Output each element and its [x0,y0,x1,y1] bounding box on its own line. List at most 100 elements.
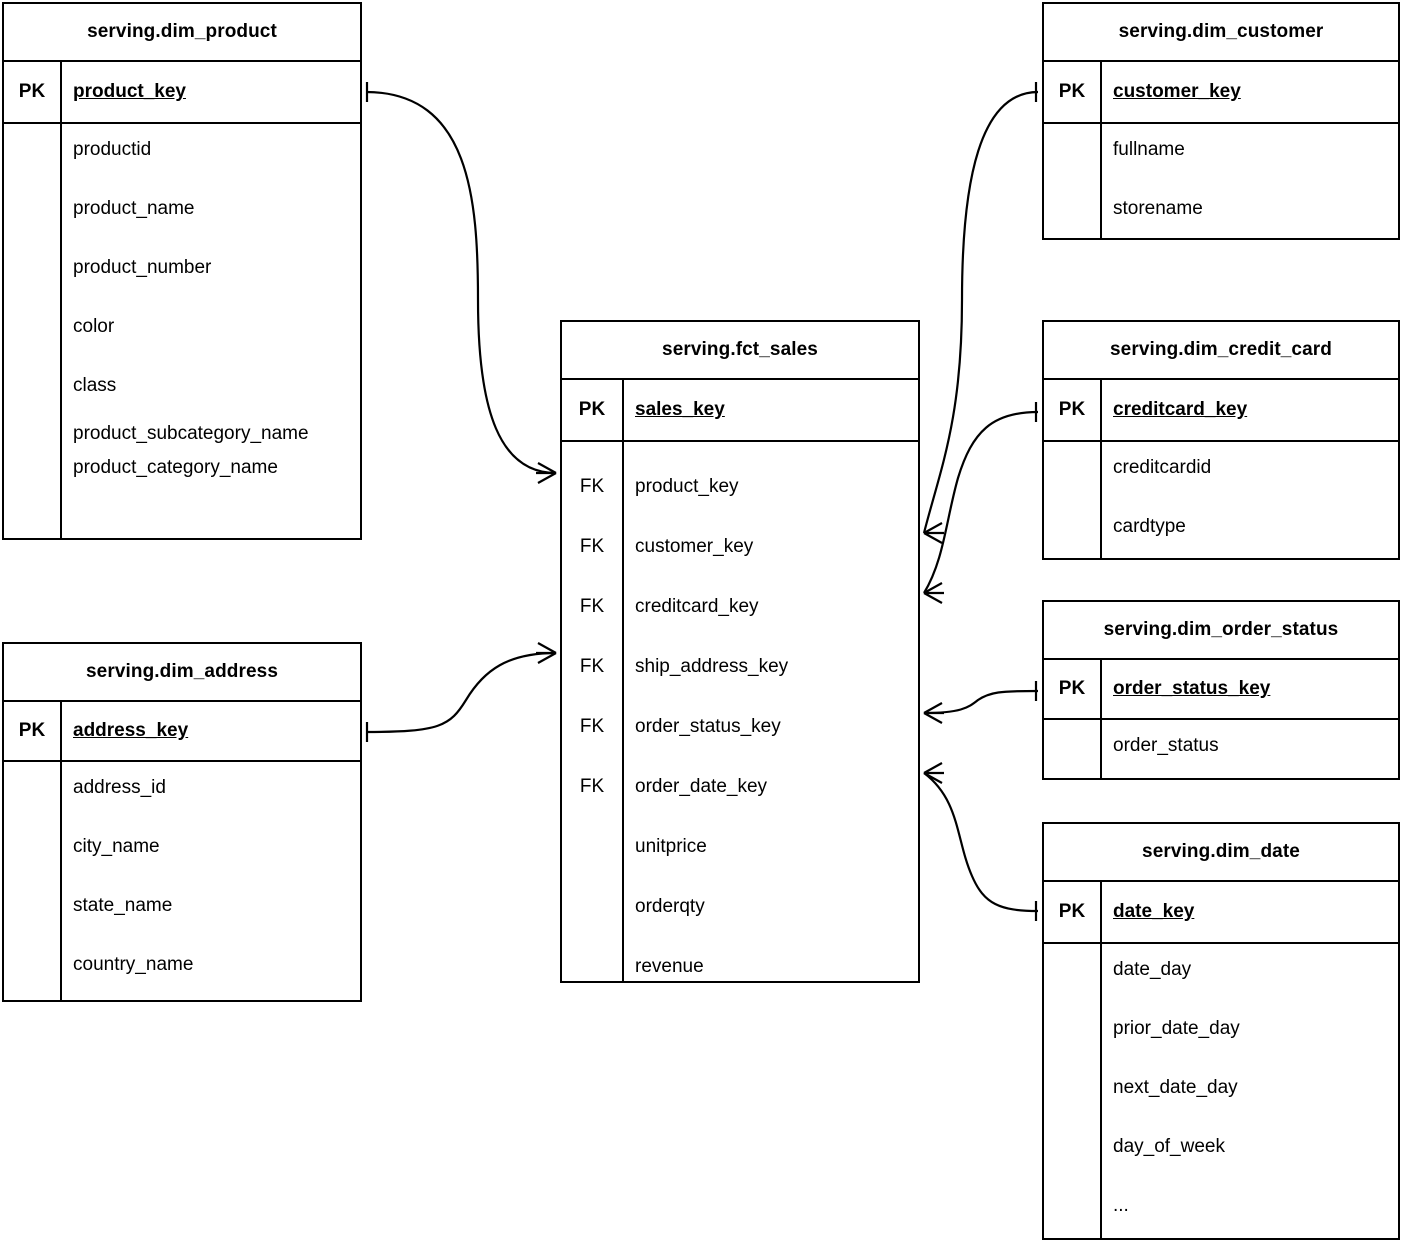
entity-fct-sales[interactable]: serving.fct_sales PK sales_key FK FK FK … [560,320,920,983]
relationship-product-to-sales [365,82,557,484]
entity-dim-date[interactable]: serving.dim_date PK date_key date_day pr… [1042,822,1400,1240]
attribute-item: country_name [73,954,194,976]
attribute-item: class [73,375,117,397]
fk-badge: FK [579,596,605,617]
attribute-list-dim-customer: fullname storename [1102,124,1398,238]
attr-keycol-dim-customer [1044,124,1102,238]
crowsfoot-sales-product [536,462,557,484]
attribute-item: day_of_week [1113,1136,1225,1158]
field-section-fct-sales: FK FK FK FK FK FK product_key customer_k… [562,442,918,981]
attribute-item: prior_date_day [1113,1018,1240,1040]
pk-field-dim-order-status: order_status_key [1113,678,1271,700]
fk-badge: FK [579,476,605,497]
field-item: order_date_key [635,776,768,797]
entity-title-dim-customer: serving.dim_customer [1044,4,1398,62]
pk-badge-dim-product: PK [4,62,62,122]
field-item: customer_key [635,536,754,557]
attribute-item: fullname [1113,139,1185,160]
crowsfoot-sales-date [923,762,944,784]
entity-title-dim-product: serving.dim_product [4,4,360,62]
attribute-section-dim-date: date_day prior_date_day next_date_day da… [1044,944,1398,1238]
pk-field-fct-sales: sales_key [635,399,725,421]
pk-field-dim-credit-card: creditcard_key [1113,399,1248,421]
attribute-item: product_category_name [73,457,278,479]
pk-badge-dim-credit-card: PK [1044,380,1102,440]
attr-keycol-dim-address [4,762,62,1000]
fk-badge: FK [579,716,605,737]
attribute-item: cardtype [1113,516,1186,538]
attribute-item: address_id [73,777,166,798]
pk-field-dim-address: address_key [73,720,189,742]
attribute-section-dim-customer: fullname storename [1044,124,1398,238]
crowsfoot-sales-customer [923,522,944,544]
entity-title-dim-address: serving.dim_address [4,644,360,702]
pk-row-dim-date: PK date_key [1044,882,1398,944]
attribute-item: product_number [73,257,212,279]
pk-field-dim-customer: customer_key [1113,81,1241,103]
entity-title-dim-date: serving.dim_date [1044,824,1398,882]
pk-badge-dim-order-status: PK [1044,660,1102,718]
entity-dim-order-status[interactable]: serving.dim_order_status PK order_status… [1042,600,1400,780]
pk-row-dim-order-status: PK order_status_key [1044,660,1398,720]
entity-title-dim-order-status: serving.dim_order_status [1044,602,1398,660]
entity-dim-product[interactable]: serving.dim_product PK product_key produ… [2,2,362,540]
attribute-section-dim-product: productid product_name product_number co… [4,124,360,538]
entity-dim-credit-card[interactable]: serving.dim_credit_card PK creditcard_ke… [1042,320,1400,560]
entity-title-dim-credit-card: serving.dim_credit_card [1044,322,1398,380]
pk-row-fct-sales: PK sales_key [562,380,918,442]
attribute-item: date_day [1113,959,1192,980]
attr-keycol-dim-date [1044,944,1102,1238]
relationship-date-to-sales [923,762,1039,921]
crowsfoot-sales-order-status [923,702,944,724]
attribute-item: color [73,316,115,338]
fk-keycol-fct-sales: FK FK FK FK FK FK [562,442,624,981]
pk-row-dim-customer: PK customer_key [1044,62,1398,124]
attribute-list-dim-address: address_id city_name state_name country_… [62,762,360,1000]
attribute-item: productid [73,139,152,160]
attribute-list-dim-product: productid product_name product_number co… [62,124,360,538]
pk-field-dim-product: product_key [73,81,186,103]
fk-badge: FK [579,656,605,677]
field-item: revenue [635,956,704,977]
attribute-section-dim-address: address_id city_name state_name country_… [4,762,360,1000]
attribute-section-dim-credit-card: creditcardid cardtype [1044,442,1398,558]
pk-row-dim-credit-card: PK creditcard_key [1044,380,1398,442]
pk-badge-dim-address: PK [4,702,62,760]
entity-title-fct-sales: serving.fct_sales [562,322,918,380]
field-item: order_status_key [635,716,781,737]
field-item: ship_address_key [635,656,789,677]
entity-dim-address[interactable]: serving.dim_address PK address_key addre… [2,642,362,1002]
relationship-customer-to-sales [922,82,1039,544]
relationship-creditcard-to-sales [923,402,1039,604]
attribute-item: ... [1113,1195,1129,1217]
entity-dim-customer[interactable]: serving.dim_customer PK customer_key ful… [1042,2,1400,240]
attribute-item: storename [1113,198,1203,220]
pk-field-dim-date: date_key [1113,901,1195,923]
field-item: creditcard_key [635,596,759,617]
field-item: product_key [635,476,739,497]
pk-badge-fct-sales: PK [562,380,624,440]
attribute-item: order_status [1113,735,1219,756]
attr-keycol-dim-product [4,124,62,538]
attr-keycol-dim-order-status [1044,720,1102,778]
field-item: unitprice [635,836,707,857]
field-list-fct-sales: product_key customer_key creditcard_key … [624,442,918,981]
attribute-item: product_subcategory_name [73,423,309,445]
attribute-list-dim-credit-card: creditcardid cardtype [1102,442,1398,558]
relationship-address-to-sales [365,642,557,742]
fk-badge: FK [579,536,605,557]
relationship-order-status-to-sales [923,681,1039,724]
attribute-item: product_name [73,198,195,220]
attribute-item: city_name [73,836,160,858]
fk-badge: FK [579,776,605,797]
attr-keycol-dim-credit-card [1044,442,1102,558]
crowsfoot-sales-address [536,642,557,664]
pk-row-dim-address: PK address_key [4,702,360,762]
pk-row-dim-product: PK product_key [4,62,360,124]
crowsfoot-sales-creditcard [923,582,944,604]
field-item: orderqty [635,896,705,917]
pk-badge-dim-date: PK [1044,882,1102,942]
attribute-item: next_date_day [1113,1077,1238,1099]
attribute-item: state_name [73,895,173,917]
